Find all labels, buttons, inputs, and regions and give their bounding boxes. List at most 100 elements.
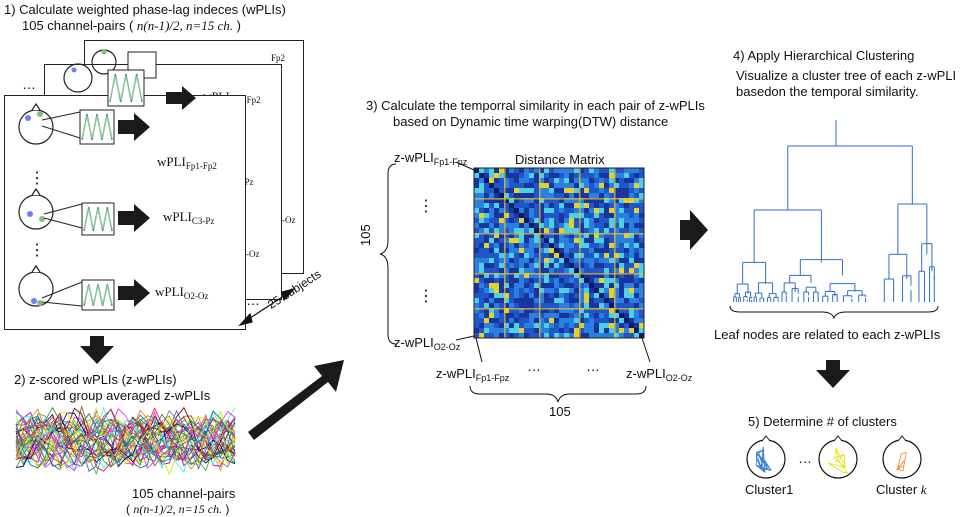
matrix-cell [499, 298, 504, 303]
matrix-cell [569, 223, 574, 228]
matrix-cell [589, 258, 594, 263]
matrix-cell [509, 263, 514, 268]
matrix-cell [489, 208, 494, 213]
matrix-cell [534, 193, 539, 198]
matrix-cell [549, 203, 554, 208]
matrix-cell [524, 328, 529, 333]
matrix-cell [559, 328, 564, 333]
matrix-cell [479, 313, 484, 318]
matrix-cell [589, 228, 594, 233]
matrix-cell [569, 328, 574, 333]
matrix-cell [499, 293, 504, 298]
matrix-cell [474, 228, 479, 233]
matrix-cell [474, 318, 479, 323]
matrix-cell [574, 178, 579, 183]
matrix-cell [634, 238, 639, 243]
matrix-cell [509, 218, 514, 223]
matrix-cell [484, 313, 489, 318]
matrix-cell [479, 323, 484, 328]
matrix-cell [524, 253, 529, 258]
matrix-cell [599, 178, 604, 183]
matrix-cell [514, 253, 519, 258]
matrix-cell [484, 263, 489, 268]
matrix-cell [624, 168, 629, 173]
matrix-cell [589, 243, 594, 248]
matrix-cell [544, 283, 549, 288]
matrix-cell [604, 258, 609, 263]
matrix-cell [529, 243, 534, 248]
matrix-cell [569, 283, 574, 288]
matrix-cell [599, 183, 604, 188]
clusterk-circle [883, 440, 921, 478]
matrix-cell [564, 188, 569, 193]
matrix-cell [529, 268, 534, 273]
matrix-cell [624, 258, 629, 263]
matrix-cell [604, 178, 609, 183]
matrix-cell [534, 328, 539, 333]
matrix-cell [549, 268, 554, 273]
matrix-band-col [504, 168, 506, 338]
matrix-cell [524, 218, 529, 223]
matrix-cell [634, 183, 639, 188]
matrix-cell [594, 313, 599, 318]
matrix-cell [574, 268, 579, 273]
matrix-cell [629, 313, 634, 318]
matrix-cell [634, 218, 639, 223]
matrix-cell [634, 188, 639, 193]
matrix-cell [569, 203, 574, 208]
matrix-cell [479, 193, 484, 198]
matrix-cell [609, 263, 614, 268]
matrix-cell [519, 243, 524, 248]
matrix-cell [484, 303, 489, 308]
matrix-cell [564, 243, 569, 248]
matrix-cell [559, 178, 564, 183]
matrix-cell [524, 213, 529, 218]
matrix-cell [519, 288, 524, 293]
matrix-cell [564, 328, 569, 333]
matrix-cell [574, 203, 579, 208]
cluster1-circle [747, 440, 785, 478]
matrix-cell [604, 188, 609, 193]
matrix-cell [569, 313, 574, 318]
matrix-cell [544, 168, 549, 173]
matrix-cell [544, 243, 549, 248]
matrix-cell [594, 173, 599, 178]
matrix-cell [569, 293, 574, 298]
matrix-cell [559, 258, 564, 263]
matrix-cell [509, 223, 514, 228]
matrix-cell [479, 328, 484, 333]
matrix-cell [489, 313, 494, 318]
matrix-cell [594, 183, 599, 188]
matrix-cell [599, 168, 604, 173]
matrix-cell [479, 303, 484, 308]
matrix-cell [549, 298, 554, 303]
matrix-cell [594, 208, 599, 213]
matrix-cell [554, 313, 559, 318]
matrix-cell [569, 213, 574, 218]
matrix-cell [489, 323, 494, 328]
matrix-cell [554, 293, 559, 298]
matrix-cell [489, 238, 494, 243]
matrix-cell [629, 193, 634, 198]
matrix-cell [554, 328, 559, 333]
matrix-cell [584, 238, 589, 243]
matrix-cell [634, 303, 639, 308]
matrix-cell [609, 313, 614, 318]
matrix-cell [509, 328, 514, 333]
matrix-cell [524, 193, 529, 198]
matrix-cell [624, 208, 629, 213]
matrix-cell [634, 178, 639, 183]
matrix-cell [584, 323, 589, 328]
matrix-cell [629, 208, 634, 213]
matrix-cell [529, 223, 534, 228]
matrix-cell [494, 253, 499, 258]
sparklines [82, 74, 142, 306]
matrix-cell [569, 188, 574, 193]
matrix-cell [484, 178, 489, 183]
matrix-cell [554, 258, 559, 263]
matrix-cell [474, 323, 479, 328]
matrix-cell [619, 263, 624, 268]
matrix-cell [569, 323, 574, 328]
matrix-cell [474, 293, 479, 298]
matrix-cell [594, 288, 599, 293]
